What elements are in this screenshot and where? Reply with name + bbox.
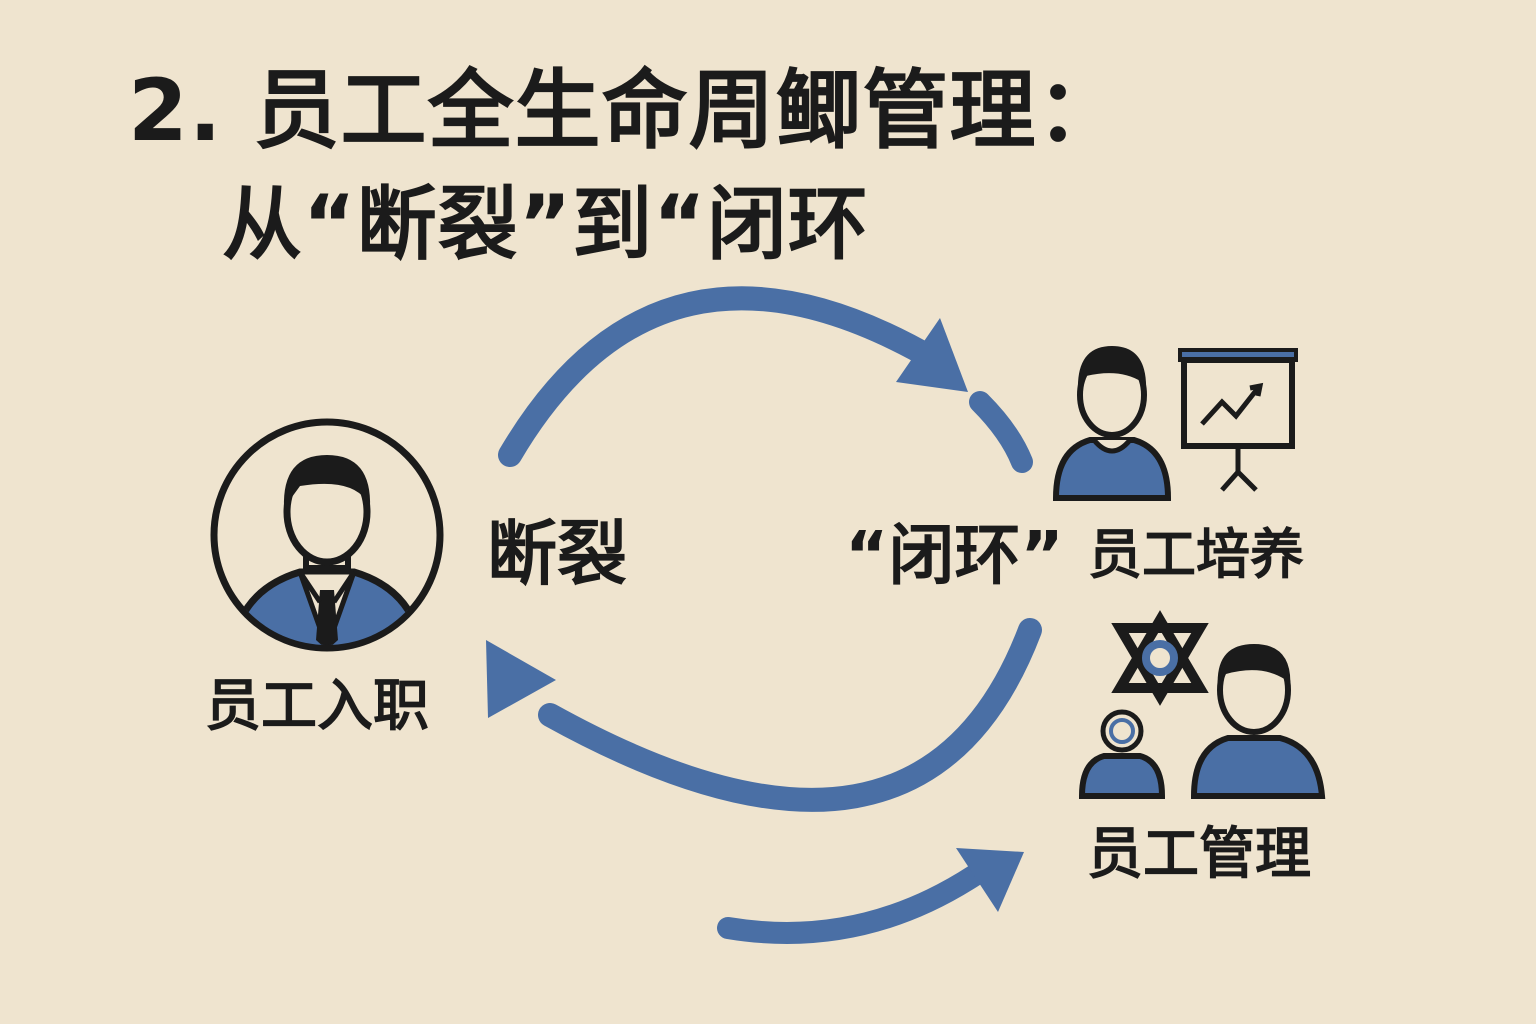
team-with-gear-icon	[1078, 610, 1326, 799]
page-title: 2. 员工全生命周鲫管理：	[128, 61, 1124, 161]
person-with-presentation-board-icon	[1052, 346, 1298, 501]
right-upper-arc	[969, 391, 1033, 473]
onboarding-label: 员工入职	[205, 674, 429, 739]
top-arc-arrow	[498, 286, 968, 467]
break-label: 断裂	[487, 513, 627, 595]
management-label: 员工管理	[1087, 822, 1311, 887]
page-subtitle: 从“断裂”到“闭环	[222, 178, 869, 271]
lower-small-arrow	[717, 848, 1024, 944]
training-label: 员工培养	[1088, 523, 1304, 586]
bottom-arc-arrow	[486, 618, 1042, 812]
loop-label: “闭环”	[845, 517, 1064, 594]
employee-in-suit-icon	[210, 418, 444, 652]
